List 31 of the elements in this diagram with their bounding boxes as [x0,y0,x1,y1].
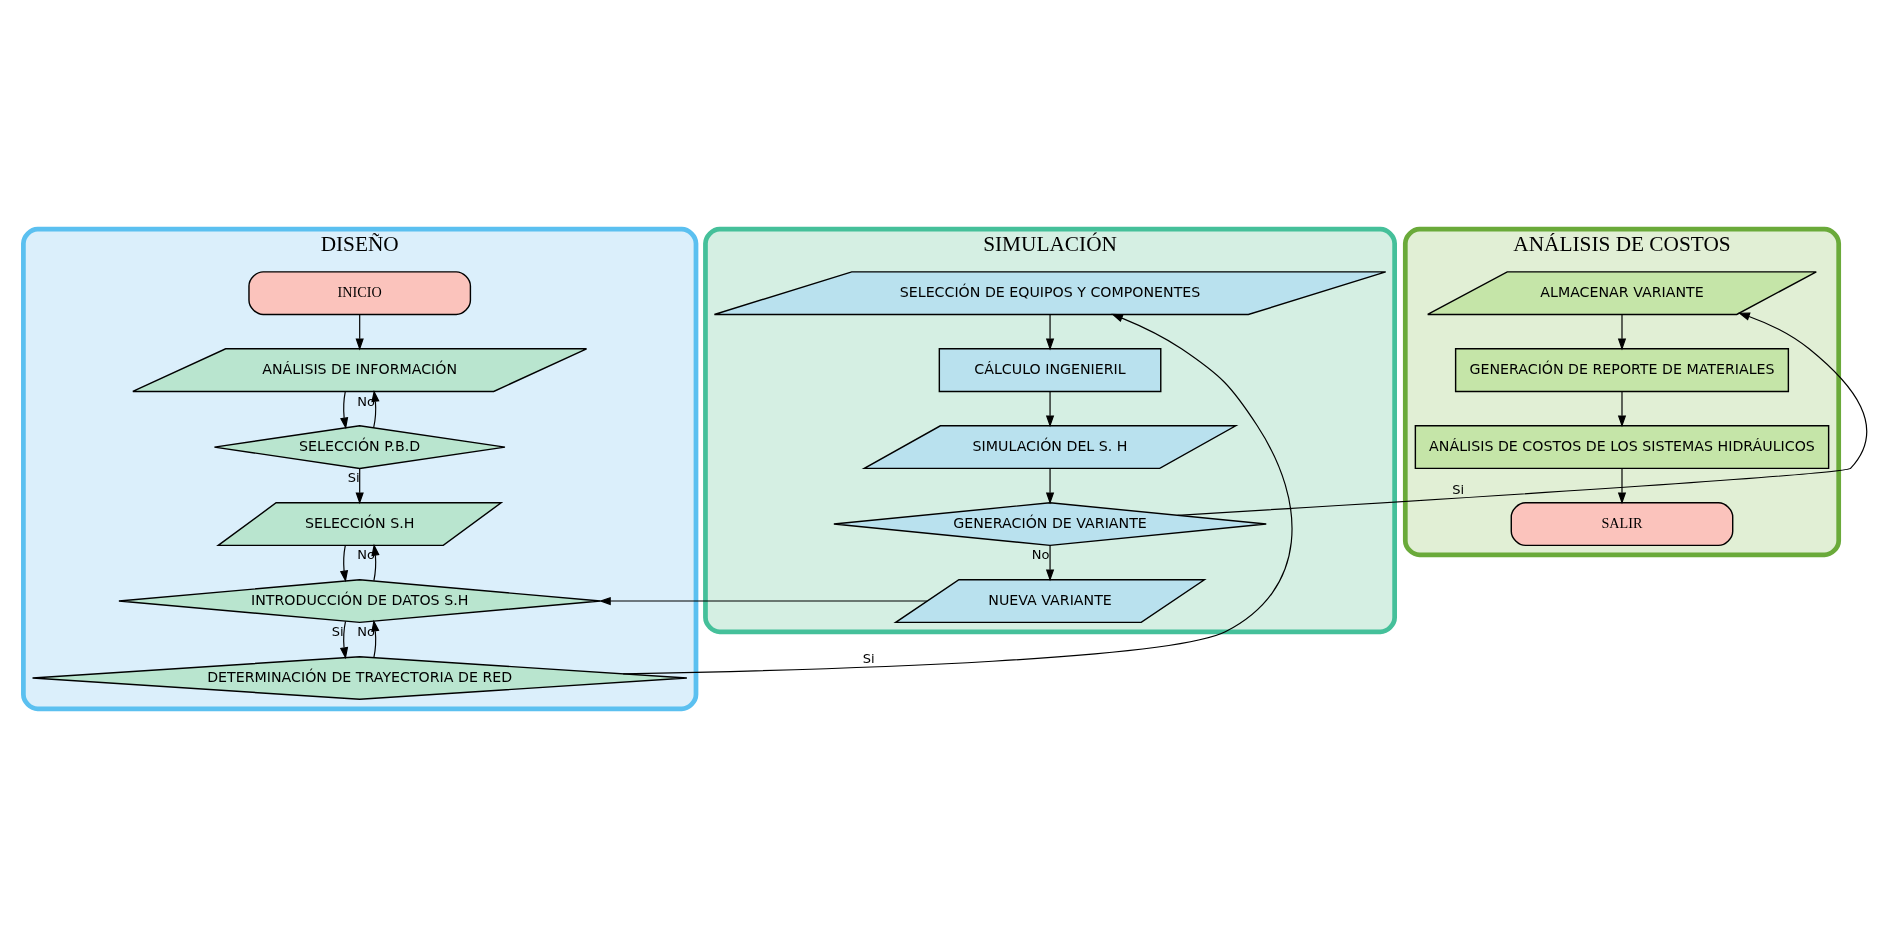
edge-label: No [1031,546,1050,562]
node-box: CÁLCULO INGENIERIL [938,347,1162,392]
node-box: INICIO [248,270,472,315]
node-diamond: DETERMINACIÓN DE TRAYECTORIA DE RED [31,655,688,700]
arrow [1045,544,1055,581]
arrow [355,313,364,350]
arrow [1045,390,1055,427]
arrow [340,390,349,429]
arrow [1617,467,1627,504]
edge-label: Si [1452,481,1465,497]
edge-label: Si [347,469,360,485]
arrow [622,313,1293,674]
arrow [355,467,364,504]
arrow [1045,467,1055,504]
arrow [371,389,380,428]
node-box: ANÁLISIS DE COSTOS DE LOS SISTEMAS HIDRÁULICOS [1414,424,1830,469]
arrow [339,544,349,582]
arrow [1617,390,1627,427]
edge-label: Si [862,650,875,666]
node-box: GENERACIÓN DE REPORTE DE MATERIALES [1454,347,1790,392]
arrow [371,619,380,658]
node-diamond: GENERACIÓN DE VARIANTE [833,501,1267,546]
arrow [598,596,928,605]
edge-label: Si [331,623,344,639]
arrow [1176,312,1868,516]
arrow [1045,313,1055,350]
arrow [339,620,349,659]
arrow [1617,313,1627,350]
node-box: SALIR [1510,501,1734,546]
node-diamond: SELECCIÓN P.B.D [213,424,506,469]
node-diamond: INTRODUCCIÓN DE DATOS S.H [118,578,602,623]
